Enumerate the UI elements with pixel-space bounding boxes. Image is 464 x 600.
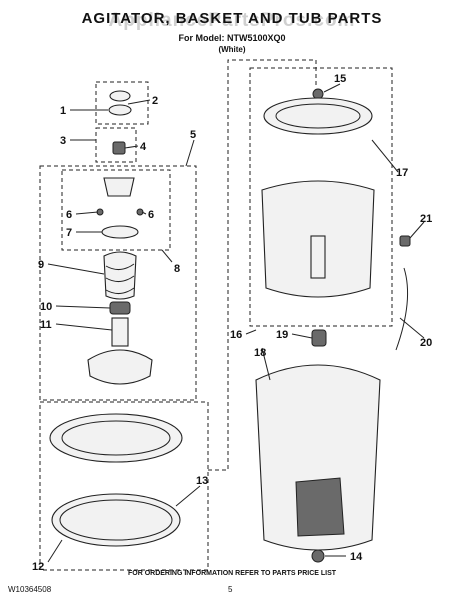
callout-2: 2 <box>152 95 158 107</box>
callout-11: 11 <box>40 319 52 331</box>
callout-10: 10 <box>40 301 52 313</box>
callout-20: 20 <box>420 337 432 349</box>
agitator-bearing <box>109 301 131 315</box>
callout-8: 8 <box>174 263 180 275</box>
agitator-shaft <box>111 317 129 347</box>
basket-hub <box>310 235 326 279</box>
agitator-base <box>87 349 153 385</box>
hose-clamp <box>399 235 411 247</box>
callout-21: 21 <box>420 213 432 225</box>
agitator-cam <box>103 177 135 197</box>
callout-13: 13 <box>196 475 208 487</box>
outer-tub <box>255 364 381 551</box>
callout-6a: 6 <box>66 209 72 221</box>
tub-seal-ring <box>51 493 181 547</box>
cap-seal <box>108 104 132 116</box>
group-box-cam <box>61 169 171 251</box>
diagram-title: AGITATOR, BASKET AND TUB PARTS <box>81 10 383 27</box>
callout-18: 18 <box>254 347 266 359</box>
agitator-auger <box>103 251 137 300</box>
watermark: AppliancePartsPros.com <box>108 10 356 31</box>
callout-4: 4 <box>140 141 147 153</box>
agitator-bolt <box>112 141 126 155</box>
leader-lines <box>47 83 425 563</box>
callout-3: 3 <box>60 135 66 147</box>
callout-17: 17 <box>396 167 408 179</box>
doc-number: W10364508 <box>8 585 52 594</box>
callout-19: 19 <box>276 329 288 341</box>
color-line: (White) <box>218 45 246 54</box>
group-box-cap <box>95 81 149 125</box>
cam-base <box>101 225 139 239</box>
tub-nut-bottom <box>311 549 325 563</box>
drive-hub <box>311 329 327 347</box>
tub-ring <box>49 413 183 463</box>
ordering-note: FOR ORDERING INFORMATION REFER TO PARTS … <box>127 570 337 577</box>
callout-12: 12 <box>32 561 44 573</box>
basket-ring <box>263 97 373 135</box>
agitator-cap <box>109 90 131 102</box>
callout-5: 5 <box>190 129 196 141</box>
group-box-bolt <box>95 127 137 163</box>
pressure-hose <box>395 267 409 351</box>
callout-7: 7 <box>66 227 72 239</box>
group-box-agitator <box>39 165 197 401</box>
tub-drain-area <box>295 477 345 537</box>
callout-1: 1 <box>60 105 66 117</box>
callout-15: 15 <box>334 73 346 85</box>
group-box-basket <box>249 67 393 327</box>
page-number: 5 <box>228 585 233 594</box>
model-line: For Model: NTW5100XQ0 <box>178 33 286 43</box>
group-box-ring <box>39 401 209 571</box>
callout-6b: 6 <box>148 209 154 221</box>
callout-16: 16 <box>230 329 242 341</box>
callout-9: 9 <box>38 259 44 271</box>
callout-14: 14 <box>350 551 363 563</box>
